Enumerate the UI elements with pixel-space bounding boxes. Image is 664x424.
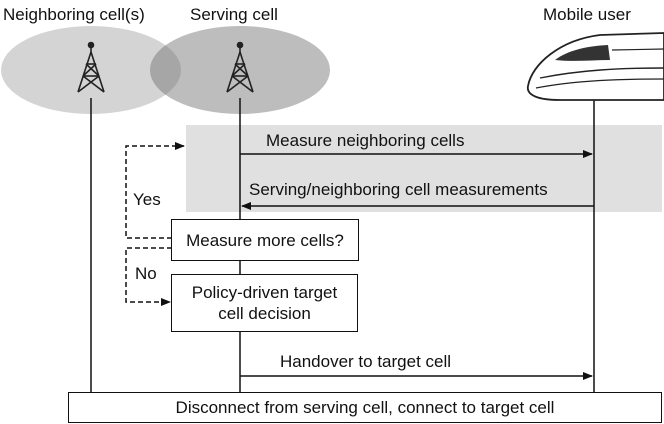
no-label: No	[135, 264, 157, 283]
policy-line-2: cell decision	[218, 304, 311, 323]
measurement-band	[186, 125, 662, 212]
measure-neighbors-label: Measure neighboring cells	[266, 131, 465, 150]
cell-tower-icon	[226, 41, 254, 93]
policy-line-1: Policy-driven target	[191, 283, 338, 302]
no-branch-arrow	[125, 247, 172, 306]
measure-more-decision-box: Measure more cells?	[171, 219, 359, 261]
measure-more-question: Measure more cells?	[186, 230, 344, 250]
policy-decision-box: Policy-driven target cell decision	[171, 274, 358, 332]
yes-label: Yes	[133, 190, 161, 209]
measurements-label: Serving/neighboring cell measurements	[249, 180, 548, 199]
mobile-user-title: Mobile user	[543, 5, 631, 24]
final-step-label: Disconnect from serving cell, connect to…	[175, 398, 555, 417]
bullet-train-icon	[527, 32, 664, 101]
neighboring-cell-title: Neighboring cell(s)	[3, 5, 145, 24]
final-step-box: Disconnect from serving cell, connect to…	[68, 392, 662, 423]
serving-cell-title: Serving cell	[190, 5, 278, 24]
neighboring-cell-coverage	[1, 26, 181, 114]
serving-cell-coverage	[150, 26, 330, 114]
yes-loop-arrow	[125, 142, 185, 239]
cell-tower-icon	[77, 41, 105, 93]
handover-label: Handover to target cell	[280, 352, 452, 371]
